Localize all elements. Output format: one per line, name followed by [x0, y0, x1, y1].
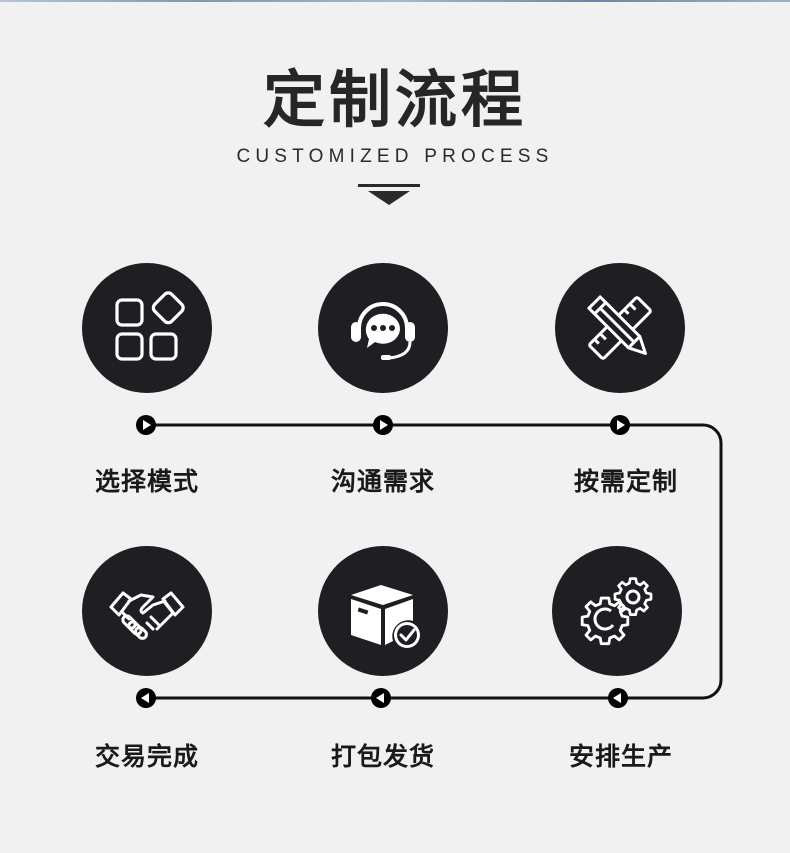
- play-left-icon: [371, 688, 391, 708]
- package-check-icon: [351, 585, 420, 648]
- step-label: 选择模式: [94, 467, 199, 496]
- page-subtitle: CUSTOMIZED PROCESS: [236, 146, 554, 167]
- play-right-icon: [373, 415, 393, 435]
- step-label: 安排生产: [568, 742, 673, 771]
- step-arrange-production: [552, 546, 682, 676]
- page-title: 定制流程: [262, 63, 527, 136]
- step-label: 按需定制: [573, 467, 678, 496]
- play-left-icon: [608, 688, 628, 708]
- step-deal-done: [82, 546, 212, 676]
- step-label: 沟通需求: [330, 467, 435, 496]
- gears-icon: [580, 577, 653, 646]
- headset-chat-icon: [351, 302, 415, 360]
- handshake-icon: [109, 591, 185, 640]
- step-custom-made: [555, 263, 685, 393]
- step-pack-ship: [318, 546, 448, 676]
- title-divider: [358, 184, 420, 187]
- down-arrow-icon: [368, 191, 410, 205]
- play-right-icon: [610, 415, 630, 435]
- step-label: 交易完成: [94, 742, 199, 771]
- top-image-strip: [0, 0, 790, 2]
- play-left-icon: [136, 688, 156, 708]
- step-label: 打包发货: [330, 742, 435, 771]
- grid-icon: [115, 291, 185, 361]
- step-select-mode: [82, 263, 212, 393]
- step-communicate: [318, 263, 448, 393]
- pencil-ruler-icon: [587, 295, 652, 360]
- play-right-icon: [136, 415, 156, 435]
